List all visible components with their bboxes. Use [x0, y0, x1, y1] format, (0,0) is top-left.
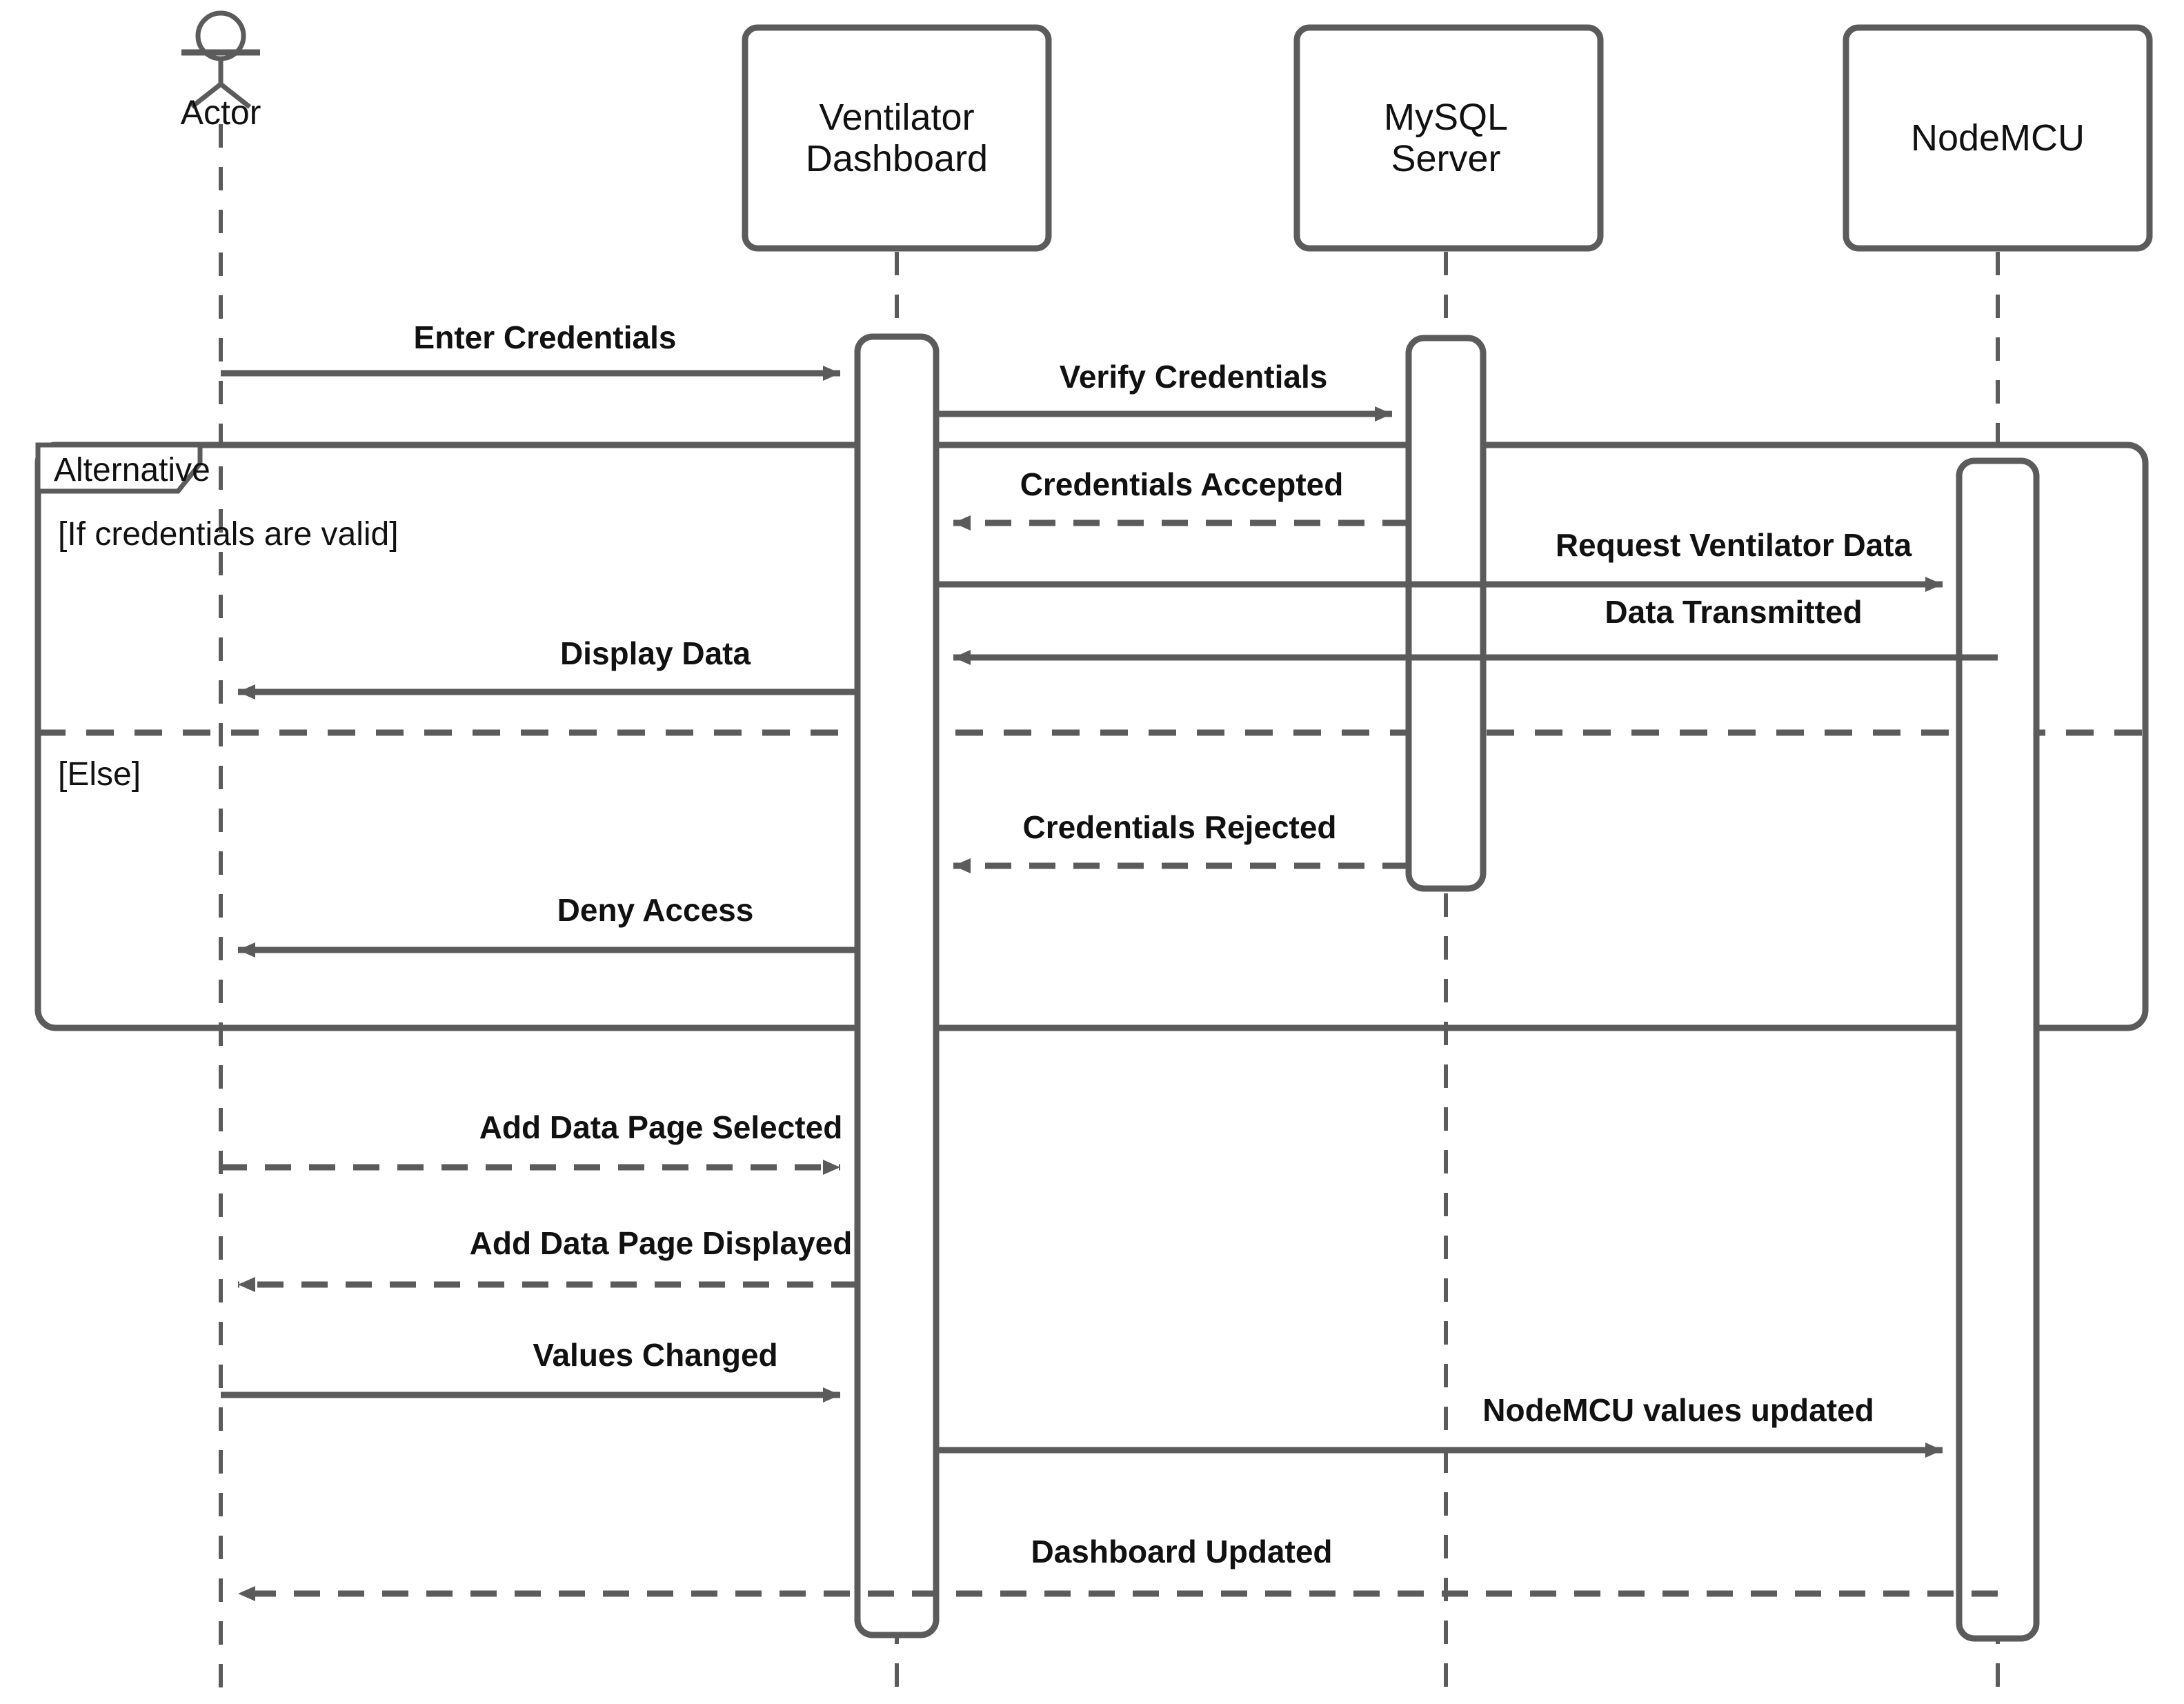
message-values-changed: Values Changed	[221, 1337, 840, 1403]
message-label: Add Data Page Selected	[479, 1109, 843, 1145]
message-label: Data Transmitted	[1605, 594, 1862, 630]
message-nodemcu-values-updated: NodeMCU values updated	[936, 1392, 1943, 1458]
dashboard-label-line2: Dashboard	[806, 138, 988, 179]
actor-label: Actor	[181, 93, 261, 132]
dashboard-box[interactable]	[742, 24, 1052, 252]
message-label: Values Changed	[533, 1337, 777, 1373]
mysql-label-line2: Server	[1391, 138, 1500, 179]
alt-guard-if: [If credentials are valid]	[58, 516, 399, 553]
message-label: Deny Access	[557, 892, 754, 928]
message-credentials-accepted: Credentials Accepted	[953, 466, 1409, 531]
message-request-ventilator-data: Request Ventilator Data	[936, 527, 1943, 592]
nodemcu-label-line1: NodeMCU	[1911, 117, 2085, 159]
message-verify-credentials: Verify Credentials	[936, 359, 1392, 422]
participant-actor[interactable]: Actor	[181, 10, 261, 132]
message-deny-access: Deny Access	[238, 892, 857, 958]
alt-fragment	[34, 442, 2149, 1031]
activation-bar-mysql	[1405, 335, 1487, 892]
message-label: Credentials Accepted	[1020, 466, 1344, 502]
actor-leg-right-icon	[219, 82, 252, 109]
message-label: Dashboard Updated	[1031, 1534, 1332, 1569]
message-label: Add Data Page Displayed	[470, 1225, 853, 1261]
nodemcu-box[interactable]	[1843, 24, 2153, 252]
activation-bar-dashboard	[854, 333, 940, 1638]
alt-fragment-tab	[35, 442, 203, 494]
message-label: Request Ventilator Data	[1556, 527, 1912, 563]
message-label: Display Data	[560, 635, 751, 671]
participant-dashboard[interactable]: Ventilator Dashboard	[742, 24, 1052, 252]
message-dashboard-updated: Dashboard Updated	[238, 1534, 1998, 1601]
dashboard-label-line1: Ventilator	[819, 97, 974, 138]
message-display-data: Display Data	[238, 635, 857, 700]
activation-bars	[854, 333, 2040, 1642]
mysql-box[interactable]	[1293, 24, 1604, 252]
message-credentials-rejected: Credentials Rejected	[953, 809, 1409, 873]
activation-bar-nodemcu	[1956, 457, 2040, 1642]
message-data-transmitted: Data Transmitted	[953, 594, 1998, 665]
message-add-data-page-displayed: Add Data Page Displayed	[238, 1225, 857, 1292]
message-label: Verify Credentials	[1060, 359, 1328, 395]
message-label: NodeMCU values updated	[1482, 1392, 1874, 1428]
alt-fragment-label: Alternative	[54, 452, 210, 488]
message-label: Enter Credentials	[414, 319, 677, 355]
message-enter-credentials: Enter Credentials	[221, 319, 840, 381]
actor-leg-left-icon	[190, 82, 223, 109]
participant-nodemcu[interactable]: NodeMCU	[1843, 24, 2153, 252]
message-label: Credentials Rejected	[1022, 809, 1336, 845]
alt-fragment-border	[34, 442, 2149, 1031]
message-add-data-page-selected: Add Data Page Selected	[221, 1109, 843, 1175]
mysql-label-line1: MySQL	[1384, 97, 1508, 138]
alt-guard-else: [Else]	[58, 756, 141, 793]
participant-mysql[interactable]: MySQL Server	[1293, 24, 1604, 252]
